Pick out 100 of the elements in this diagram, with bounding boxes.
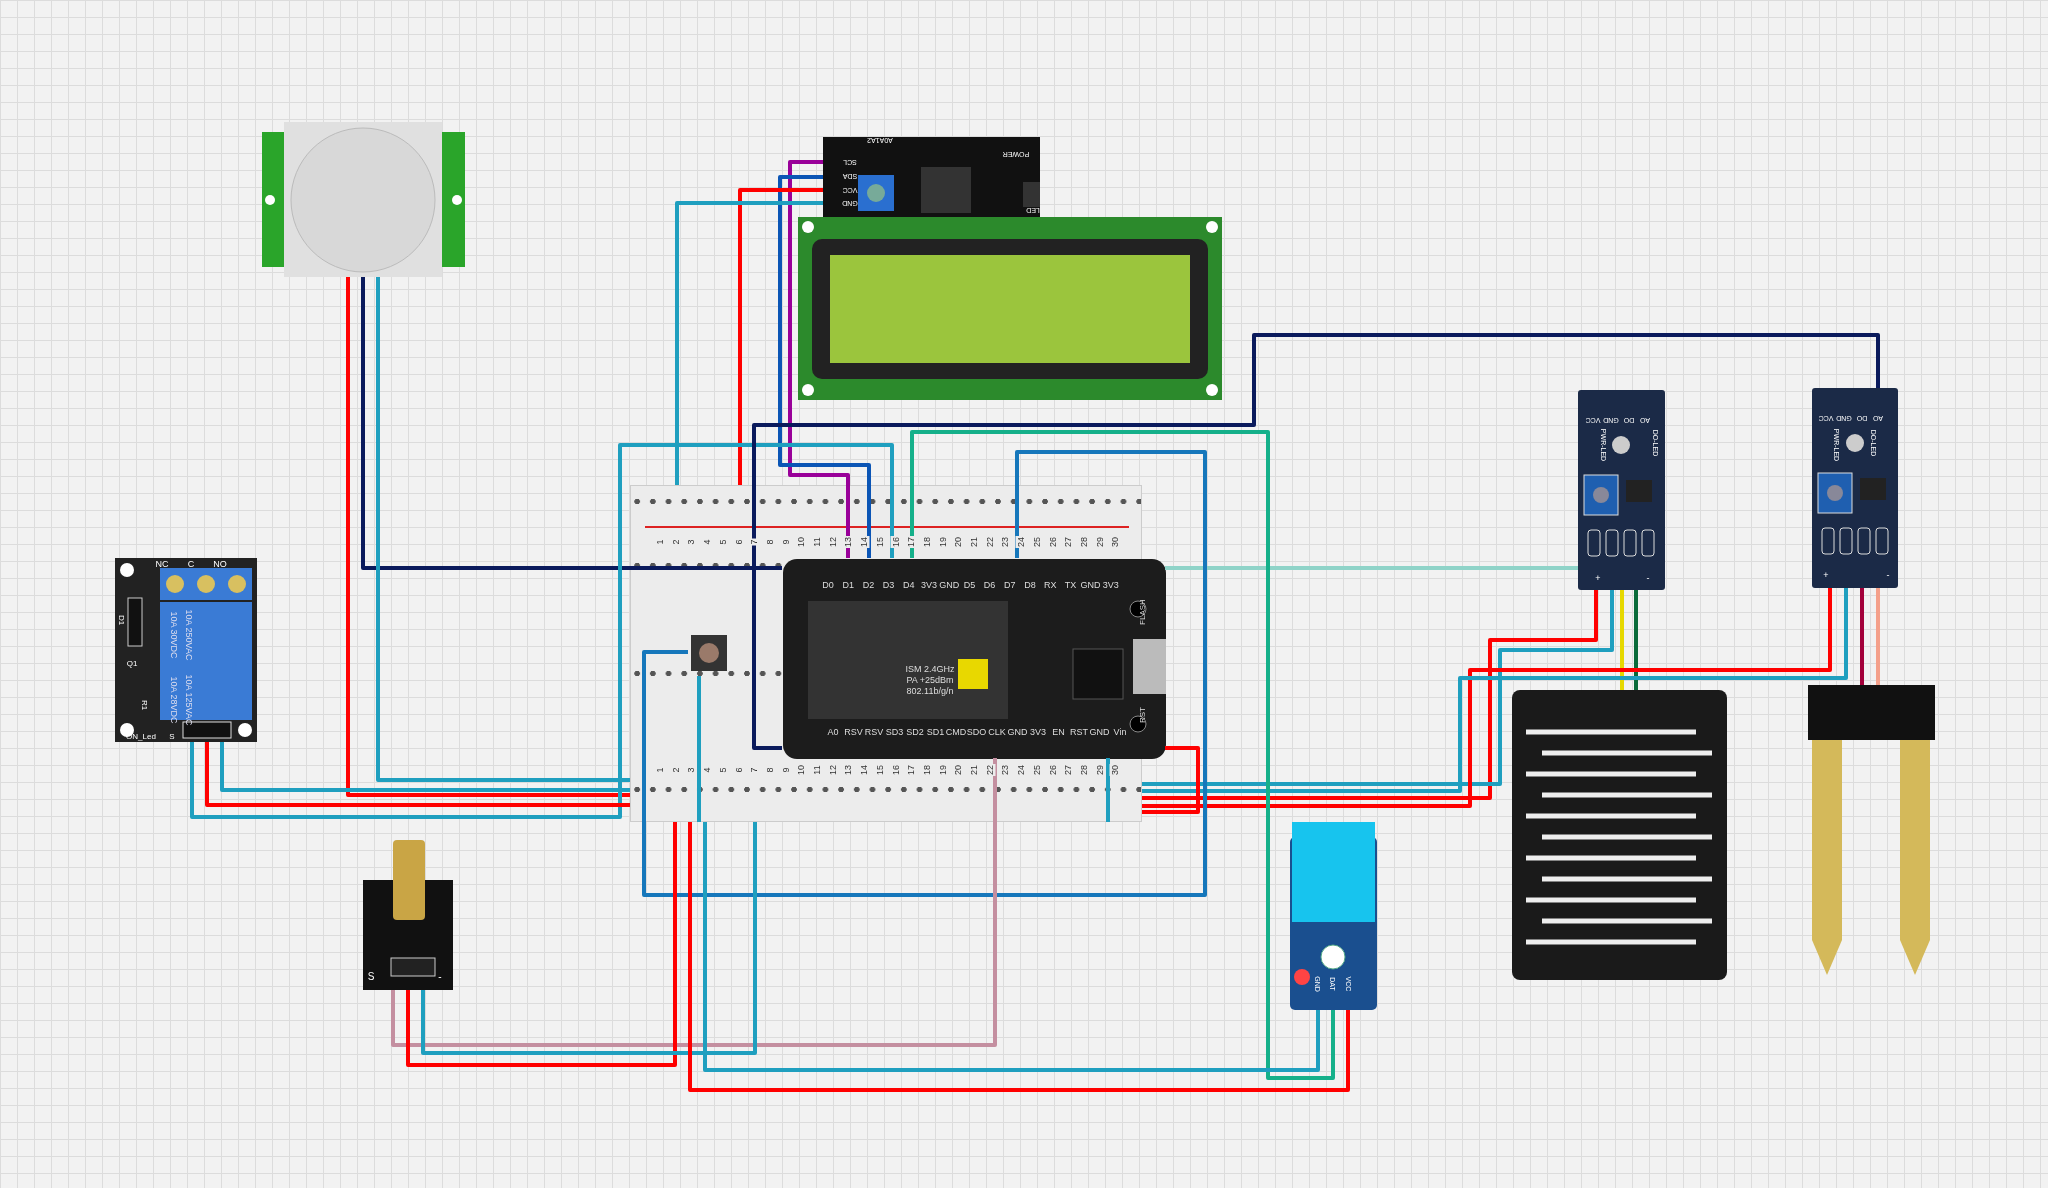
microcontroller-board-drawing: [783, 559, 1166, 759]
column-number: 2: [670, 766, 682, 774]
column-number: 7: [748, 538, 760, 546]
wire: [361, 277, 782, 570]
column-number: 1: [654, 538, 666, 546]
column-number: 12: [827, 764, 839, 776]
pin-label: SD1: [926, 727, 945, 737]
column-number: 8: [764, 538, 776, 546]
column-number: 5: [717, 538, 729, 546]
column-number: 25: [1031, 764, 1043, 776]
sensor-module-drawing: [1578, 390, 1665, 590]
rating-text: 10A 30VDC: [168, 611, 178, 659]
button-label: RST: [1139, 707, 1147, 723]
laser-module-drawing: [363, 840, 453, 990]
column-number: 6: [733, 766, 744, 774]
column-number: 17: [905, 764, 917, 776]
pin-label: GND: [1089, 727, 1110, 737]
column-number: 20: [952, 536, 964, 548]
wire: [1860, 588, 1864, 685]
pin-label: D1: [842, 580, 854, 590]
column-number: 22: [984, 536, 996, 548]
column-number: 15: [874, 536, 886, 548]
pin-label: RST: [1070, 727, 1088, 737]
column-number: 9: [780, 766, 792, 774]
pin-label: GND: [1080, 580, 1101, 590]
column-number: 5: [717, 766, 729, 774]
wire: [1634, 590, 1638, 690]
column-number: 25: [1031, 536, 1043, 548]
wire: [738, 188, 823, 485]
column-number: 16: [890, 536, 901, 548]
wire: [697, 676, 701, 822]
pin-label: D7: [1004, 580, 1016, 590]
wire: [190, 443, 894, 819]
column-number: 26: [1047, 764, 1058, 776]
column-number: 19: [937, 536, 949, 548]
rating-text: 10A 28VDC: [168, 676, 178, 724]
pin-label: Vin: [1113, 727, 1127, 737]
wire: [1165, 566, 1578, 570]
column-number: 13: [842, 764, 854, 776]
spec-text: ISM 2.4GHz: [905, 664, 955, 674]
pin-label: SD3: [885, 727, 904, 737]
column-number: 27: [1062, 536, 1074, 548]
column-number: 13: [842, 536, 854, 548]
column-number: 27: [1062, 764, 1074, 776]
pin-label: GND: [939, 580, 960, 590]
wire: [205, 742, 630, 807]
pin-label: +: [1823, 570, 1829, 580]
motion-sensor-drawing: [262, 122, 465, 277]
pin-label: SDO: [966, 727, 987, 737]
lcd-display-drawing: [798, 217, 1222, 400]
pin-label: SD2: [906, 727, 924, 737]
pin-label: A0: [827, 727, 839, 737]
pin-label: S: [169, 733, 175, 741]
column-number: 4: [701, 766, 713, 774]
pin-label: -: [438, 972, 442, 982]
spec-text: 802.11b/g/n: [906, 686, 954, 696]
pin-label: D5: [963, 580, 976, 590]
pin-label: D4: [903, 580, 915, 590]
pin-label: S: [367, 972, 375, 982]
pin-label: D6: [983, 580, 996, 590]
column-number: 7: [748, 766, 760, 774]
column-number: 24: [1015, 536, 1027, 548]
column-number: 12: [827, 536, 839, 548]
column-number: 6: [733, 538, 744, 546]
component-marking: R1: [140, 699, 148, 711]
pin-label: TX: [1064, 580, 1077, 590]
column-number: 18: [921, 764, 933, 776]
pin-label: RSV: [864, 727, 884, 737]
pin-label: 3V3: [1030, 727, 1046, 737]
component-marking: D1: [117, 614, 125, 626]
column-number: 29: [1094, 536, 1106, 548]
column-number: 11: [811, 764, 823, 776]
column-number: 21: [968, 764, 980, 776]
pin-label: GND: [1007, 727, 1028, 737]
terminal-label: NC: [155, 559, 169, 569]
column-number: 2: [670, 538, 682, 546]
wire: [642, 450, 1207, 897]
rain-plate-drawing: [1512, 690, 1727, 980]
column-number: 3: [685, 766, 697, 774]
pin-label: D2: [862, 580, 875, 590]
pin-label: RSV: [844, 727, 863, 737]
wire: [778, 175, 871, 558]
wire: [675, 201, 823, 485]
column-number: 14: [858, 764, 870, 776]
sensor-module-drawing: [1812, 388, 1898, 588]
relay-module-drawing: [115, 558, 257, 742]
humidity-sensor-drawing: [1290, 822, 1377, 1010]
pin-label: +: [1595, 573, 1601, 583]
column-number: 3: [685, 538, 697, 546]
column-number: 15: [874, 764, 886, 776]
column-number: 19: [937, 764, 949, 776]
wire: [1142, 746, 1200, 814]
column-number: 24: [1015, 764, 1027, 776]
column-number: 16: [890, 764, 901, 776]
wire: [788, 160, 850, 558]
column-number: 17: [905, 536, 917, 548]
column-number: 18: [921, 536, 933, 548]
column-number: 14: [858, 536, 870, 548]
display-adapter-drawing: [823, 137, 1040, 217]
column-number: 10: [795, 536, 807, 548]
